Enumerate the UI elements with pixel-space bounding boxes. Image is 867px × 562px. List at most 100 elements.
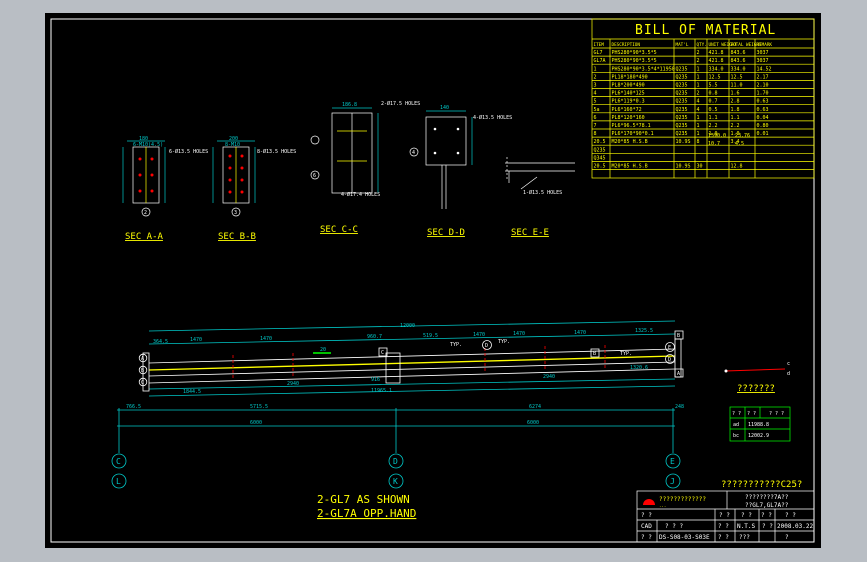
bom-total: 4.5 — [735, 141, 744, 147]
bom-cell: 843.6 — [731, 50, 746, 56]
elevation-top-dim: 519.5 — [423, 333, 438, 339]
bom-cell: 421.8 — [709, 58, 724, 64]
bom-cell: 1.1 — [709, 115, 718, 121]
grid-c: C — [116, 457, 121, 466]
tb-r3-d: ??? — [739, 534, 750, 541]
bom-cell: 2 — [697, 50, 700, 56]
title-caption: ???????????C25? — [721, 480, 802, 490]
bom-cell: Q345 — [594, 155, 606, 161]
bom-cell: M20*85 H.S.B — [612, 139, 648, 145]
sec-a-note: 6-Ø13.5 HOLES — [169, 148, 208, 155]
grid-e: E — [670, 457, 675, 466]
sec-a-dim-width: 180 — [139, 136, 148, 142]
typ-label-1: TYP. — [450, 342, 462, 348]
tb-r1-b: ? ? — [719, 512, 730, 519]
title-block-frame — [636, 490, 815, 543]
bom-cell: Q235 — [676, 99, 688, 105]
company-logo-icon — [643, 499, 655, 505]
bom-cell: 12.5 — [709, 74, 721, 80]
sec-d-note: 4-Ø13.5 HOLES — [473, 114, 512, 121]
tb-r3-b: DS-S08-03-S03E — [659, 534, 710, 541]
bom-cell: PHS280*90*3.5*4*11950 — [612, 66, 675, 72]
section-e-e-drawing — [505, 157, 575, 190]
mini-h1: ? ? — [732, 411, 741, 417]
bom-cell: 2 — [594, 74, 597, 80]
sec-c-dim-top: 186.8 — [342, 102, 357, 108]
legend-title: ??????? — [737, 384, 775, 394]
section-c-c-drawing — [310, 107, 379, 194]
grid-k: K — [393, 477, 398, 486]
bom-cell: 8 — [697, 139, 700, 145]
sec-b-dim-bolts: 8-M10 — [225, 142, 240, 148]
bom-cell: 0.5 — [709, 107, 718, 113]
tb-r1-e: ? ? — [785, 512, 796, 519]
bom-cell: PL8*120*160 — [612, 115, 645, 121]
bom-cell: Q235 — [676, 91, 688, 97]
tb-r2-d: N.T.S — [737, 523, 755, 530]
bom-header: QTY. — [697, 42, 707, 48]
bom-cell: Q235 — [594, 147, 606, 153]
sec-c-note2: 4-Ø17.4 HOLES — [341, 191, 380, 198]
bom-cell: 1 — [697, 66, 700, 72]
marker-right-e: E — [668, 345, 671, 351]
mini-table — [729, 406, 791, 442]
bom-cell: 30 — [697, 164, 703, 170]
typ-label-3: TYP. — [620, 351, 632, 357]
bom-cell: PL6*170*90*0.1 — [612, 131, 654, 137]
section-b-b-holes — [228, 154, 244, 194]
bom-cell: 4 — [697, 99, 700, 105]
bom-cell: 12.8 — [731, 164, 743, 170]
bom-cell: 1.0 — [731, 131, 740, 137]
section-d-d-holes — [433, 127, 460, 155]
elevation-top-dim: 12000 — [400, 323, 415, 329]
bom-header: REMARK — [757, 42, 773, 48]
tb-r2-b: ? ? ? — [665, 523, 683, 530]
bom-cell: 0.04 — [757, 115, 769, 121]
bom-header: MAT'L — [676, 42, 689, 48]
bom-cell: 6 — [594, 115, 597, 121]
typ-label-2: TYP. — [498, 339, 510, 345]
bom-cell: 2.2 — [731, 123, 740, 129]
sec-b-label: SEC B-B — [218, 232, 256, 242]
bom-cell: 3037 — [757, 50, 769, 56]
sec-e-note: 1-Ø13.5 HOLES — [523, 189, 562, 196]
section-a-a-holes — [138, 157, 154, 193]
bom-cell: 7 — [594, 123, 597, 129]
bom-cell: 11.0 — [731, 83, 743, 89]
sec-d-circle: 4 — [412, 150, 415, 156]
bom-cell: 1 — [697, 123, 700, 129]
bom-cell: 3 — [594, 83, 597, 89]
sec-a-label: SEC A-A — [125, 232, 164, 242]
bom-cell: 12.5 — [731, 74, 743, 80]
bom-cell: M20*85 H.S.B — [612, 164, 648, 170]
bom-cell: GL7 — [594, 50, 603, 56]
bom-cell: 2.2 — [709, 123, 718, 129]
bom-cell: 20.5 — [594, 164, 606, 170]
bom-cell: 5.5 — [709, 83, 718, 89]
bom-cell: PL6*160*72 — [612, 107, 642, 113]
bom-cell: 334.0 — [731, 66, 746, 72]
bom-cell: PL6*119*0.3 — [612, 99, 645, 105]
elevation-view — [138, 320, 684, 397]
bom-cell: 1 — [697, 83, 700, 89]
elevation-top-dim: 364.5 — [153, 339, 168, 345]
sec-d-label: SEC D-D — [427, 228, 465, 238]
bom-cell: 0.80 — [757, 123, 769, 129]
bom-cell: 8 — [594, 131, 597, 137]
marker-right-b: B — [677, 333, 680, 339]
bom-cell: 334.0 — [709, 66, 724, 72]
bom-cell: Q235 — [676, 66, 688, 72]
bom-frame — [591, 18, 815, 179]
sec-a-dim-bolts: 6-M10(4.5) — [133, 142, 163, 148]
grid-span-1: 6000 — [250, 420, 262, 426]
grid-span-2: 6000 — [527, 420, 539, 426]
elevation-top-dim: 1470 — [513, 331, 525, 337]
elevation-mid-dim: 1844.5 — [183, 389, 201, 395]
grid-j: J — [670, 477, 675, 486]
mini-h3: ? ? ? — [769, 411, 784, 417]
elevation-top-dim: 1325.5 — [635, 328, 653, 334]
bom-cell: 0.63 — [757, 99, 769, 105]
bom-cell: 1.0 — [709, 131, 718, 137]
